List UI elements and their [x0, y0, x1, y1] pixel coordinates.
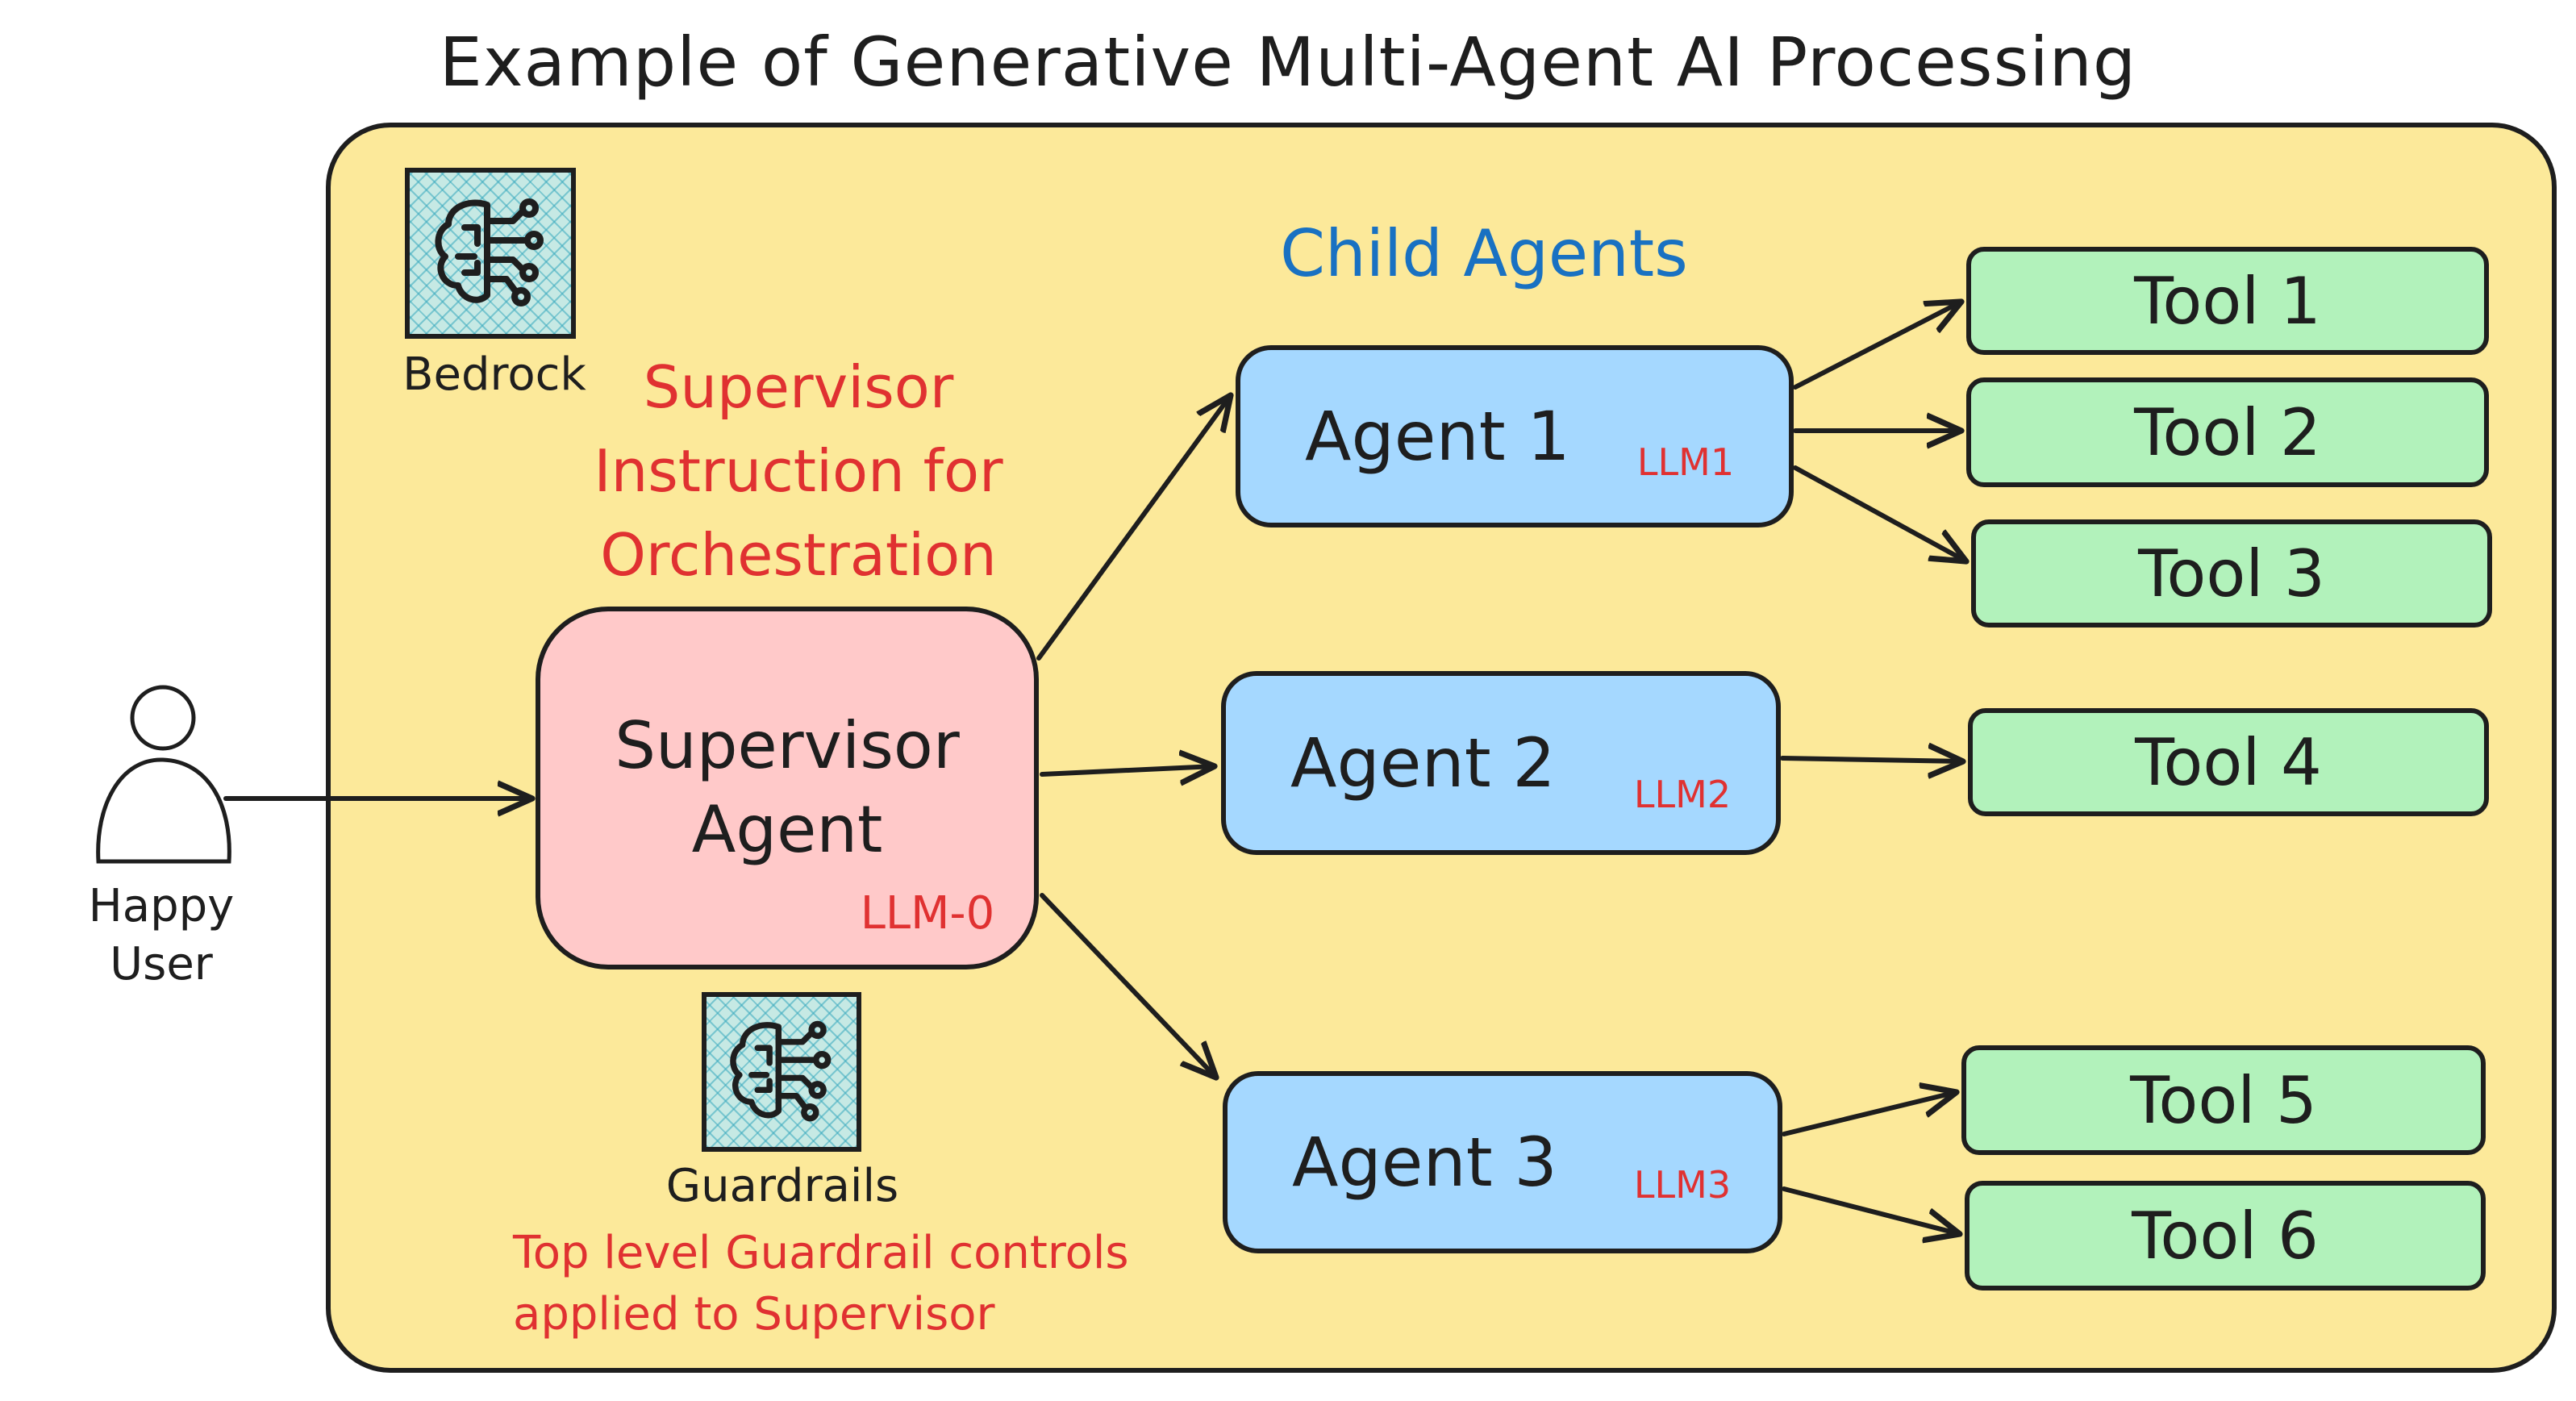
tool-4-box: Tool 4 — [1968, 708, 2489, 816]
user-icon — [96, 685, 231, 864]
child-agents-label: Child Agents — [1280, 216, 1688, 291]
tool-3-label: Tool 3 — [2138, 536, 2325, 611]
tool-2-box: Tool 2 — [1966, 377, 2489, 487]
supervisor-line-2: Agent — [691, 792, 883, 867]
instruction-line-1: Supervisor — [643, 353, 954, 421]
tool-1-label: Tool 1 — [2134, 263, 2321, 339]
supervisor-llm-label: LLM-0 — [860, 887, 995, 940]
brain-circuit-icon — [730, 1020, 832, 1122]
guardrails-label: Guardrails — [665, 1160, 899, 1212]
arrow-agent-2-to-tool-4 — [1780, 758, 1963, 761]
arrow-supervisor-to-agent-3 — [1040, 893, 1216, 1078]
agent-3-box: Agent 3 — [1223, 1071, 1782, 1253]
arrow-agent-3-to-tool-5 — [1782, 1092, 1957, 1136]
user-label-line-1: Happy — [88, 880, 235, 932]
instruction-line-3: Orchestration — [600, 521, 997, 589]
brain-circuit-icon — [435, 198, 544, 306]
tool-6-label: Tool 6 — [2132, 1198, 2319, 1274]
supervisor-instruction-label: Supervisor Instruction for Orchestration — [500, 345, 1097, 597]
guardrails-icon-box — [702, 992, 861, 1152]
arrow-agent-3-to-tool-6 — [1782, 1186, 1960, 1234]
agent-3-llm-label: LLM3 — [1633, 1163, 1732, 1207]
tool-3-box: Tool 3 — [1971, 519, 2492, 628]
agent-1-box: Agent 1 — [1236, 345, 1794, 527]
user-label-line-2: User — [110, 938, 213, 990]
arrow-supervisor-to-agent-1 — [1036, 395, 1231, 661]
tool-1-box: Tool 1 — [1966, 247, 2489, 355]
arrow-agent-1-to-tool-1 — [1793, 302, 1961, 390]
guardrails-note-line-2: applied to Supervisor — [513, 1288, 995, 1341]
bedrock-label: Bedrock — [402, 348, 586, 401]
diagram-title: Example of Generative Multi-Agent AI Pro… — [439, 23, 2137, 102]
tool-6-box: Tool 6 — [1965, 1181, 2486, 1291]
guardrails-note-line-1: Top level Guardrail controls — [513, 1227, 1129, 1279]
user-label: Happy User — [56, 878, 266, 994]
tool-5-label: Tool 5 — [2130, 1062, 2317, 1138]
instruction-line-2: Instruction for — [594, 437, 1003, 505]
tool-5-box: Tool 5 — [1961, 1045, 2486, 1155]
agent-2-box: Agent 2 — [1221, 671, 1781, 855]
guardrails-note: Top level Guardrail controls applied to … — [513, 1223, 1239, 1345]
supervisor-line-1: Supervisor — [615, 708, 960, 783]
arrow-agent-1-to-tool-3 — [1793, 465, 1966, 561]
agent-3-label: Agent 3 — [1292, 1123, 1557, 1202]
agent-1-llm-label: LLM1 — [1636, 440, 1735, 484]
tool-4-label: Tool 4 — [2135, 724, 2322, 800]
supervisor-agent-box: Supervisor Agent — [536, 607, 1039, 969]
bedrock-icon-box — [405, 168, 576, 339]
agent-2-label: Agent 2 — [1290, 723, 1556, 803]
agent-2-llm-label: LLM2 — [1633, 773, 1732, 816]
agent-1-label: Agent 1 — [1305, 397, 1570, 476]
tool-2-label: Tool 2 — [2134, 394, 2321, 470]
arrow-supervisor-to-agent-2 — [1040, 766, 1215, 774]
